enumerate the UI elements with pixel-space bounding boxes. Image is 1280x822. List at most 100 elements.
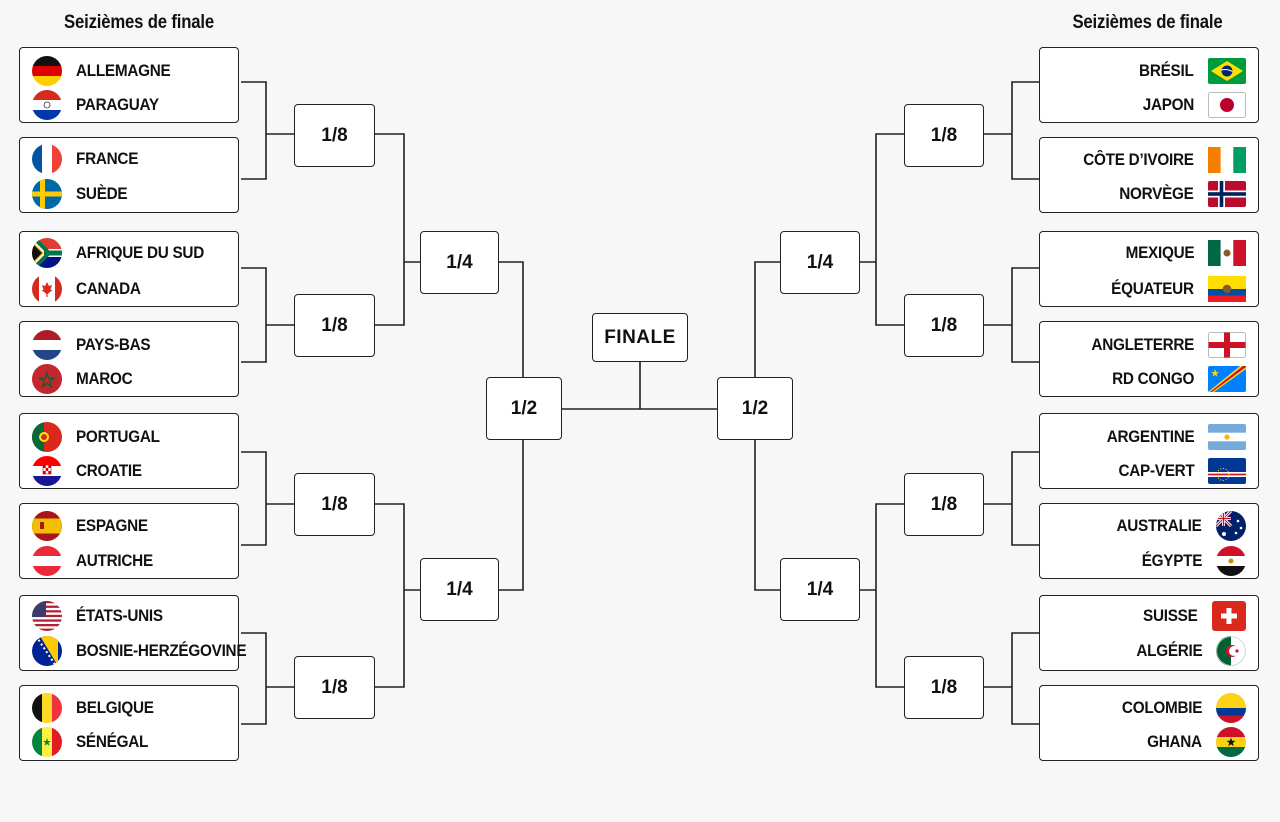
portugal-flag-icon [32, 422, 62, 452]
usa-flag-icon [32, 601, 62, 631]
canada-flag-icon [32, 274, 62, 304]
team-name: SUÈDE [76, 184, 128, 203]
team-row: CAP-VERT [1040, 457, 1258, 485]
australia-flag-icon [1216, 511, 1246, 541]
team-name: MEXIQUE [1125, 243, 1194, 262]
croatia-flag-icon [32, 456, 62, 486]
argentina-flag-icon [1208, 424, 1246, 450]
team-name: ARGENTINE [1106, 427, 1194, 446]
left-header: Seizièmes de finale [64, 12, 214, 33]
france-flag-icon [32, 144, 62, 174]
team-name: CÔTE D’IVOIRE [1083, 150, 1195, 169]
team-row: CÔTE D’IVOIRE [1040, 146, 1258, 174]
team-row: ARGENTINE [1040, 423, 1258, 451]
norway-flag-icon [1208, 181, 1246, 207]
team-row: AUTRICHE [20, 546, 238, 576]
right-qf-box-2: 1/4 [780, 558, 860, 621]
team-name: CROATIE [76, 461, 142, 480]
left-r16-box-4: 1/8 [294, 656, 375, 719]
team-name: BRÉSIL [1139, 61, 1195, 80]
team-name: SUISSE [1143, 606, 1198, 625]
right-match-6: AUSTRALIE ÉGYPTE [1039, 503, 1259, 579]
cape-verde-flag-icon [1208, 458, 1246, 484]
team-row: SUISSE [1040, 601, 1258, 631]
senegal-flag-icon [32, 727, 62, 757]
ecuador-flag-icon [1208, 276, 1246, 302]
south-africa-flag-icon [32, 238, 62, 268]
right-match-1: BRÉSIL JAPON [1039, 47, 1259, 123]
team-name: CANADA [76, 279, 141, 298]
final-box: FINALE [592, 313, 688, 362]
austria-flag-icon [32, 546, 62, 576]
team-name: PARAGUAY [76, 95, 159, 114]
team-row: SUÈDE [20, 179, 238, 209]
team-row: PORTUGAL [20, 422, 238, 452]
right-r16-box-4: 1/8 [904, 656, 984, 719]
ivory-coast-flag-icon [1208, 147, 1246, 173]
japan-flag-icon [1208, 92, 1246, 118]
left-r16-box-2: 1/8 [294, 294, 375, 357]
right-match-3: MEXIQUE ÉQUATEUR [1039, 231, 1259, 307]
left-match-1: ALLEMAGNE PARAGUAY [19, 47, 239, 123]
team-row: AFRIQUE DU SUD [20, 238, 238, 268]
right-r16-box-3: 1/8 [904, 473, 984, 536]
left-match-5: PORTUGAL CROATIE [19, 413, 239, 489]
belgium-flag-icon [32, 693, 62, 723]
egypt-flag-icon [1216, 546, 1246, 576]
team-name: ANGLETERRE [1091, 335, 1194, 354]
left-r16-box-1: 1/8 [294, 104, 375, 167]
team-name: AUTRICHE [76, 551, 153, 570]
team-name: PAYS-BAS [76, 335, 151, 354]
right-match-2: CÔTE D’IVOIRE NORVÈGE [1039, 137, 1259, 213]
team-row: FRANCE [20, 144, 238, 174]
bosnia-flag-icon [32, 636, 62, 666]
team-row: BRÉSIL [1040, 57, 1258, 85]
team-row: CANADA [20, 274, 238, 304]
netherlands-flag-icon [32, 330, 62, 360]
team-row: ESPAGNE [20, 511, 238, 541]
team-row: ÉQUATEUR [1040, 275, 1258, 303]
spain-flag-icon [32, 511, 62, 541]
left-match-4: PAYS-BAS MAROC [19, 321, 239, 397]
team-row: BOSNIE-HERZÉGOVINE [20, 636, 247, 666]
switzerland-flag-icon [1212, 601, 1246, 631]
team-name: ÉQUATEUR [1111, 279, 1194, 298]
team-row: ÉGYPTE [1040, 546, 1258, 576]
right-r16-box-2: 1/8 [904, 294, 984, 357]
left-qf-box-1: 1/4 [420, 231, 499, 294]
team-row: PARAGUAY [20, 90, 238, 120]
team-row: GHANA [1040, 727, 1258, 757]
team-name: AFRIQUE DU SUD [76, 243, 204, 262]
team-name: ÉGYPTE [1141, 551, 1203, 570]
right-match-8: COLOMBIE GHANA [1039, 685, 1259, 761]
england-flag-icon [1208, 332, 1246, 358]
team-row: PAYS-BAS [20, 330, 238, 360]
mexico-flag-icon [1208, 240, 1246, 266]
team-row: JAPON [1040, 91, 1258, 119]
paraguay-flag-icon [32, 90, 62, 120]
team-row: NORVÈGE [1040, 180, 1258, 208]
right-r16-box-1: 1/8 [904, 104, 984, 167]
left-r16-box-3: 1/8 [294, 473, 375, 536]
team-name: FRANCE [76, 149, 139, 168]
team-row: AUSTRALIE [1040, 511, 1258, 541]
left-match-3: AFRIQUE DU SUD CANADA [19, 231, 239, 307]
right-header: Seizièmes de finale [1072, 12, 1222, 33]
right-qf-box-1: 1/4 [780, 231, 860, 294]
team-name: COLOMBIE [1121, 698, 1203, 717]
team-name: BOSNIE-HERZÉGOVINE [76, 641, 247, 660]
team-name: NORVÈGE [1119, 184, 1195, 203]
team-name: SÉNÉGAL [76, 732, 149, 751]
dr-congo-flag-icon [1208, 366, 1246, 392]
right-match-5: ARGENTINE CAP-VERT [1039, 413, 1259, 489]
team-name: CAP-VERT [1117, 461, 1194, 480]
team-name: AUSTRALIE [1116, 516, 1202, 535]
team-row: COLOMBIE [1040, 693, 1258, 723]
team-row: MAROC [20, 364, 238, 394]
left-sf-box: 1/2 [486, 377, 562, 440]
team-row: ALGÉRIE [1040, 636, 1258, 666]
left-match-2: FRANCE SUÈDE [19, 137, 239, 213]
right-match-7: SUISSE ALGÉRIE [1039, 595, 1259, 671]
germany-flag-icon [32, 56, 62, 86]
ghana-flag-icon [1216, 727, 1246, 757]
